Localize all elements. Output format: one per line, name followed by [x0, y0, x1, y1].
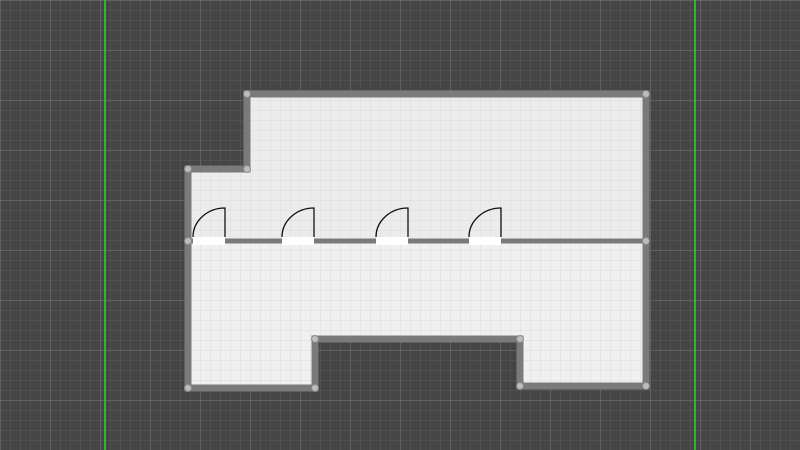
wall-node[interactable] — [642, 382, 650, 390]
lower-room[interactable] — [188, 241, 646, 388]
door-1[interactable] — [192, 207, 226, 245]
upper-room-floor-grid — [188, 94, 646, 241]
wall-node[interactable] — [243, 90, 251, 98]
door-swing-arc — [192, 207, 226, 238]
wall-node[interactable] — [642, 237, 650, 245]
door-swing-arc — [468, 207, 502, 238]
door-3[interactable] — [375, 207, 409, 245]
wall-node[interactable] — [184, 237, 192, 245]
wall-node[interactable] — [516, 335, 524, 343]
door-opening — [376, 237, 408, 245]
wall-node[interactable] — [311, 335, 319, 343]
wall-node[interactable] — [311, 384, 319, 392]
wall-node[interactable] — [516, 382, 524, 390]
wall-node[interactable] — [243, 165, 251, 173]
door-4[interactable] — [468, 207, 502, 245]
wall-node[interactable] — [184, 165, 192, 173]
upper-room[interactable] — [188, 94, 646, 241]
door-swing-arc — [375, 207, 409, 238]
wall-node[interactable] — [184, 384, 192, 392]
door-opening — [193, 237, 225, 245]
door-swing-arc — [281, 207, 315, 238]
door-2[interactable] — [281, 207, 315, 245]
door-opening — [282, 237, 314, 245]
lower-room-floor-grid — [188, 241, 646, 388]
wall-nodes[interactable] — [184, 90, 650, 392]
door-opening — [469, 237, 501, 245]
wall-node[interactable] — [642, 90, 650, 98]
